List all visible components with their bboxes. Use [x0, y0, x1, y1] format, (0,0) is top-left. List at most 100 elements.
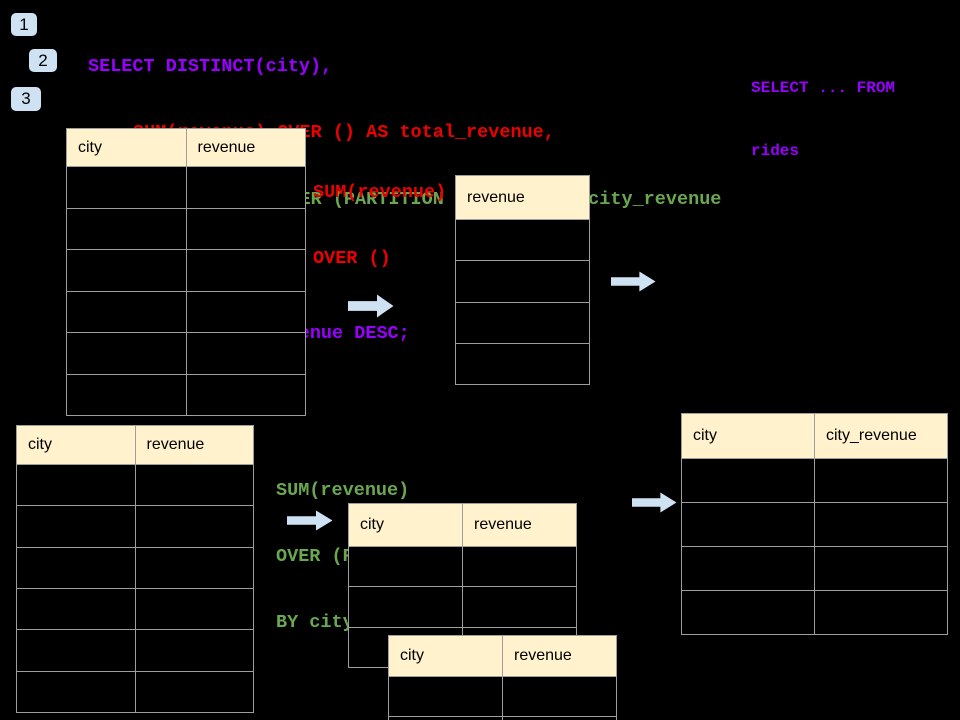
step-badge-1: 1: [11, 13, 37, 36]
empty-cell: [66, 332, 187, 375]
table-row: [455, 260, 590, 303]
table-row: [16, 505, 254, 548]
label-sum-over-partition-line-1: SUM(revenue): [276, 480, 410, 501]
step-badge-3-label: 3: [21, 89, 31, 108]
empty-cell: [16, 546, 136, 589]
empty-cell: [455, 301, 590, 344]
table-row: [681, 502, 948, 547]
side-note-line-1: SELECT ... FROM: [751, 79, 896, 97]
empty-cell: [462, 545, 577, 588]
table-row: [16, 463, 254, 507]
empty-cell: [681, 502, 815, 547]
empty-cell: [502, 715, 617, 720]
table-row: [66, 166, 306, 209]
column-header-city: city: [681, 413, 815, 459]
flow-arrow-icon-3: [287, 510, 333, 531]
column-header-revenue: revenue: [502, 635, 617, 677]
table-row: [66, 373, 306, 416]
empty-cell: [134, 629, 254, 672]
column-header-city: city: [348, 503, 463, 547]
empty-cell: [185, 373, 306, 416]
revenue-column-table: revenue: [455, 175, 590, 386]
label-sum-over-all-line-1: SUM(revenue): [313, 182, 447, 203]
table-row: [16, 670, 254, 714]
empty-cell: [814, 590, 948, 635]
empty-cell: [16, 463, 136, 507]
empty-cell: [814, 458, 948, 503]
step-badge-3: 3: [11, 87, 41, 111]
empty-cell: [134, 463, 254, 507]
empty-cell: [134, 670, 254, 714]
empty-cell: [681, 458, 815, 503]
table-row: [66, 290, 306, 333]
empty-cell: [455, 218, 590, 262]
column-header-city: city: [388, 635, 503, 677]
column-header-revenue: revenue: [134, 425, 254, 465]
empty-cell: [455, 342, 590, 386]
table-row: [681, 458, 948, 503]
table-row: [348, 586, 577, 628]
empty-cell: [66, 373, 187, 416]
empty-cell: [814, 502, 948, 547]
empty-cell: [16, 670, 136, 714]
step-badge-2-label: 2: [38, 50, 48, 70]
label-sum-over-all-line-2: OVER (): [313, 248, 391, 269]
empty-cell: [16, 505, 136, 548]
column-header-revenue: revenue: [185, 128, 306, 167]
empty-cell: [66, 166, 187, 209]
empty-cell: [814, 546, 948, 591]
column-header-city: city: [66, 128, 187, 167]
table-row: [681, 546, 948, 591]
table-row: [16, 546, 254, 589]
empty-cell: [185, 290, 306, 333]
empty-cell: [134, 505, 254, 548]
side-note-line-2: rides: [751, 142, 800, 160]
table-row: [348, 545, 577, 588]
empty-cell: [348, 545, 463, 588]
step-badge-1-label: 1: [19, 14, 29, 34]
table-row: [66, 207, 306, 250]
empty-cell: [134, 546, 254, 589]
empty-cell: [462, 586, 577, 628]
empty-cell: [185, 249, 306, 292]
table-row: [455, 218, 590, 262]
empty-cell: [388, 676, 503, 717]
column-header-revenue: revenue: [462, 503, 577, 547]
empty-cell: [185, 166, 306, 209]
empty-cell: [66, 290, 187, 333]
empty-cell: [455, 260, 590, 303]
empty-cell: [185, 207, 306, 250]
table-row: [66, 332, 306, 375]
label-sum-over-all: SUM(revenue) OVER (): [313, 138, 446, 314]
table-row: [388, 676, 617, 717]
table-row: [16, 587, 254, 631]
table-row: [455, 342, 590, 386]
flow-arrow-icon-2: [611, 271, 656, 292]
empty-cell: [66, 249, 187, 292]
table-row: [66, 249, 306, 292]
table-grid: revenue: [455, 175, 590, 386]
empty-cell: [185, 332, 306, 375]
flow-arrow-icon-4: [632, 492, 677, 513]
table-row: [681, 590, 948, 635]
empty-cell: [681, 546, 815, 591]
table-row: [388, 715, 617, 720]
empty-cell: [502, 676, 617, 717]
empty-cell: [16, 629, 136, 672]
empty-cell: [16, 587, 136, 631]
empty-cell: [66, 207, 187, 250]
flow-arrow-icon-1: [348, 294, 394, 318]
step-badge-2: 2: [29, 49, 57, 72]
table-row: [16, 629, 254, 672]
column-header-revenue: revenue: [455, 175, 590, 220]
empty-cell: [348, 586, 463, 628]
